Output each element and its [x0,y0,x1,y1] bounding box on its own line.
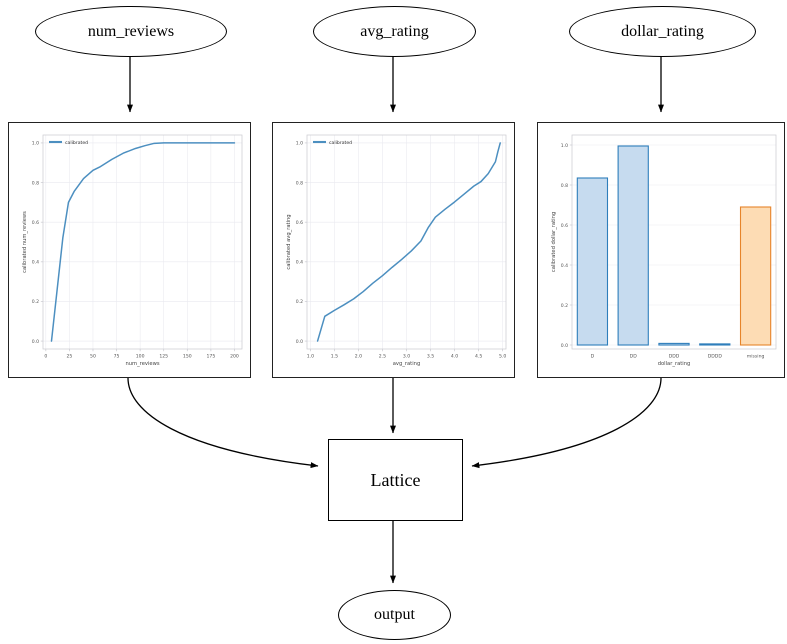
svg-text:D: D [591,353,595,359]
svg-text:0.8: 0.8 [296,180,303,186]
svg-text:1.0: 1.0 [307,353,314,359]
svg-text:0.6: 0.6 [561,223,568,229]
svg-text:100: 100 [136,353,145,359]
svg-text:DD: DD [630,353,638,359]
svg-text:0.8: 0.8 [561,183,568,189]
line-chart-avg-rating: 1.0 1.5 2.0 2.5 3.0 3.5 4.0 4.5 5.0 0.0 0.2 0.4 0.6 0… [286,134,506,367]
svg-text:calibrated avg_rating: calibrated avg_rating [286,214,292,269]
svg-text:1.0: 1.0 [296,141,303,147]
svg-text:4.0: 4.0 [451,353,458,359]
svg-text:2.0: 2.0 [355,353,362,359]
svg-text:25: 25 [66,353,72,359]
svg-text:0.2: 0.2 [561,303,568,309]
svg-text:0.4: 0.4 [32,260,39,266]
svg-text:calibrated dollar_rating: calibrated dollar_rating [551,212,557,272]
svg-text:avg_rating: avg_rating [393,361,421,367]
node-dollar-rating-label: dollar_rating [621,22,704,40]
edge-chart3-to-lattice [471,377,662,469]
svg-text:dollar_rating: dollar_rating [658,361,691,367]
svg-text:0: 0 [44,353,47,359]
node-avg-rating-label: avg_rating [360,22,429,40]
svg-text:missing: missing [747,353,765,359]
chart-panel-num-reviews: 0 25 50 75 100 125 150 175 200 0.0 0.2 0.4 0.6 0.8 1.0… [8,122,251,378]
svg-text:3.0: 3.0 [403,353,410,359]
svg-text:0.0: 0.0 [296,339,303,345]
svg-text:200: 200 [230,353,239,359]
node-num-reviews-label: num_reviews [87,22,175,40]
svg-text:50: 50 [90,353,96,359]
node-dollar-rating[interactable]: dollar_rating [569,6,756,57]
svg-text:num_reviews: num_reviews [125,361,159,367]
node-output[interactable]: output [338,590,451,640]
svg-text:0.4: 0.4 [296,260,303,266]
line-chart-num-reviews: 0 25 50 75 100 125 150 175 200 0.0 0.2 0.4 0.6 0.8 1.0… [22,134,243,367]
svg-text:0.2: 0.2 [296,299,303,305]
node-lattice[interactable]: Lattice [328,439,463,521]
svg-text:0.2: 0.2 [32,299,39,305]
svg-text:150: 150 [183,353,192,359]
chart-panel-avg-rating: 1.0 1.5 2.0 2.5 3.0 3.5 4.0 4.5 5.0 0.0 0.2 0.4 0.6 0… [272,122,515,378]
svg-text:1.0: 1.0 [32,141,39,147]
svg-text:calibrated num_reviews: calibrated num_reviews [22,211,28,273]
node-output-label: output [374,606,415,623]
svg-text:DDD: DDD [669,353,680,359]
svg-text:calibrated: calibrated [329,140,352,146]
svg-text:0.0: 0.0 [561,343,568,349]
svg-text:0.4: 0.4 [561,263,568,269]
svg-text:DDDD: DDDD [708,353,723,359]
svg-text:175: 175 [206,353,215,359]
svg-text:0.0: 0.0 [32,339,39,345]
svg-text:1.0: 1.0 [561,143,568,149]
svg-text:4.5: 4.5 [475,353,482,359]
svg-text:5.0: 5.0 [499,353,506,359]
svg-text:2.5: 2.5 [379,353,386,359]
svg-text:75: 75 [114,353,120,359]
svg-text:calibrated: calibrated [65,140,88,146]
edge-chart1-to-lattice [127,377,319,469]
node-num-reviews[interactable]: num_reviews [35,6,227,57]
svg-text:0.8: 0.8 [32,180,39,186]
svg-text:0.6: 0.6 [296,220,303,226]
svg-text:0.6: 0.6 [32,220,39,226]
node-avg-rating[interactable]: avg_rating [313,6,476,57]
svg-text:3.5: 3.5 [427,353,434,359]
node-lattice-label: Lattice [370,469,421,490]
svg-text:125: 125 [159,353,168,359]
svg-text:1.5: 1.5 [331,353,338,359]
